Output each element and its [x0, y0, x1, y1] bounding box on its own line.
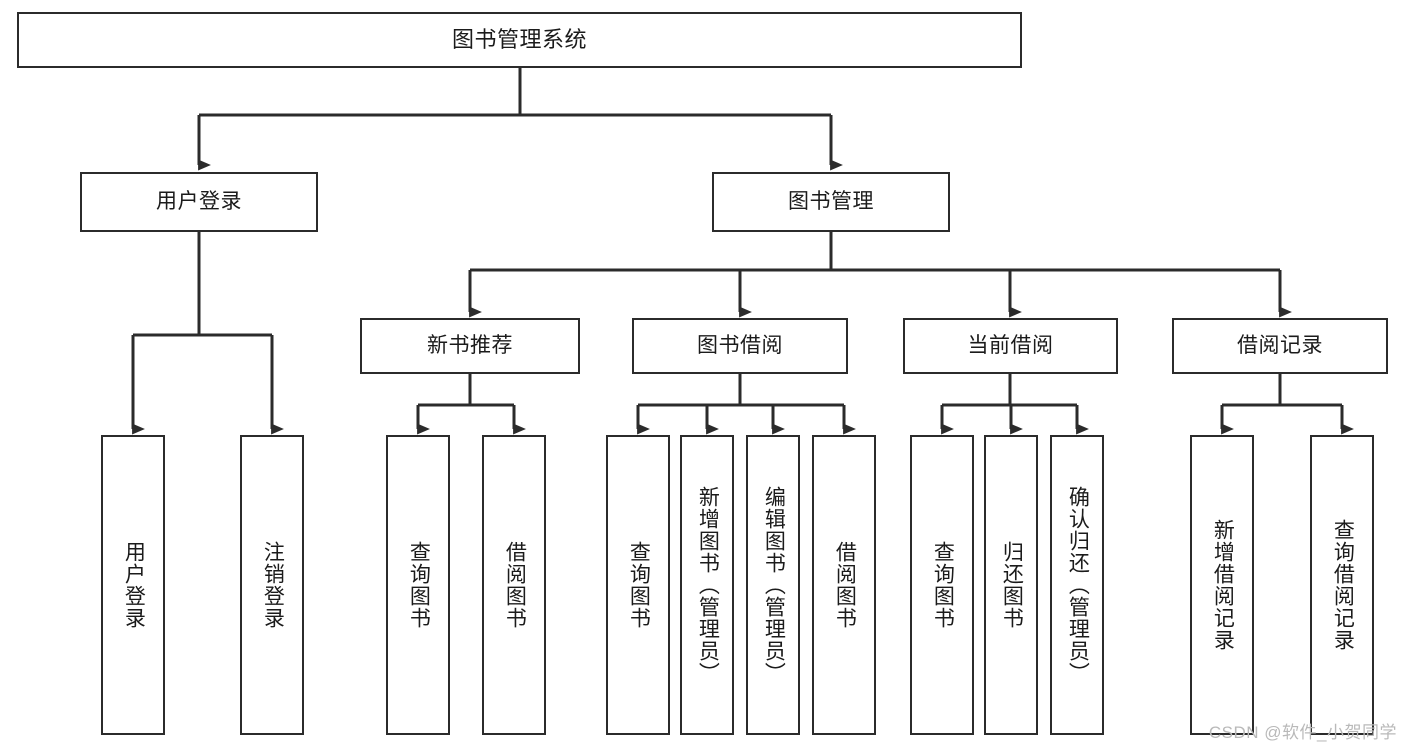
leaf-node[interactable]: 查询图书 [910, 435, 974, 735]
leaf-node[interactable]: 借阅图书 [482, 435, 546, 735]
node-label: 新书推荐 [427, 333, 513, 357]
leaf-node[interactable]: 编辑图书（管理员） [746, 435, 800, 735]
node-label: 用户登录 [156, 189, 242, 213]
leaf-node[interactable]: 查询图书 [386, 435, 450, 735]
node-label: 确认归还（管理员） [1066, 486, 1090, 684]
node-label: 归还图书 [1000, 541, 1024, 629]
leaf-node[interactable]: 用户登录 [101, 435, 165, 735]
node-user-login[interactable]: 用户登录 [80, 172, 318, 232]
leaf-node[interactable]: 注销登录 [240, 435, 304, 735]
node-label: 借阅记录 [1237, 333, 1323, 357]
node-label: 编辑图书（管理员） [762, 486, 786, 684]
node-label: 查询图书 [931, 541, 955, 629]
node-label: 查询图书 [407, 541, 431, 629]
node-current-borrow[interactable]: 当前借阅 [903, 318, 1118, 374]
node-new-book-recommend[interactable]: 新书推荐 [360, 318, 580, 374]
node-label: 图书管理系统 [451, 27, 587, 53]
node-label: 查询借阅记录 [1331, 519, 1355, 651]
node-label: 用户登录 [122, 541, 146, 629]
leaf-node[interactable]: 确认归还（管理员） [1050, 435, 1104, 735]
leaf-node[interactable]: 借阅图书 [812, 435, 876, 735]
node-book-borrow[interactable]: 图书借阅 [632, 318, 848, 374]
node-label: 新增借阅记录 [1211, 519, 1235, 651]
node-label: 当前借阅 [967, 333, 1054, 357]
leaf-node[interactable]: 新增借阅记录 [1190, 435, 1254, 735]
node-label: 图书管理 [788, 189, 874, 213]
node-label: 借阅图书 [833, 541, 857, 629]
node-borrow-record[interactable]: 借阅记录 [1172, 318, 1388, 374]
leaf-node[interactable]: 新增图书（管理员） [680, 435, 734, 735]
leaf-node[interactable]: 归还图书 [984, 435, 1038, 735]
node-label: 借阅图书 [503, 541, 527, 629]
node-label: 图书借阅 [697, 333, 783, 357]
node-label: 注销登录 [261, 541, 285, 629]
node-root-system[interactable]: 图书管理系统 [17, 12, 1022, 68]
node-label: 查询图书 [627, 541, 651, 629]
node-book-management[interactable]: 图书管理 [712, 172, 950, 232]
leaf-node[interactable]: 查询借阅记录 [1310, 435, 1374, 735]
leaf-node[interactable]: 查询图书 [606, 435, 670, 735]
node-label: 新增图书（管理员） [696, 486, 720, 684]
